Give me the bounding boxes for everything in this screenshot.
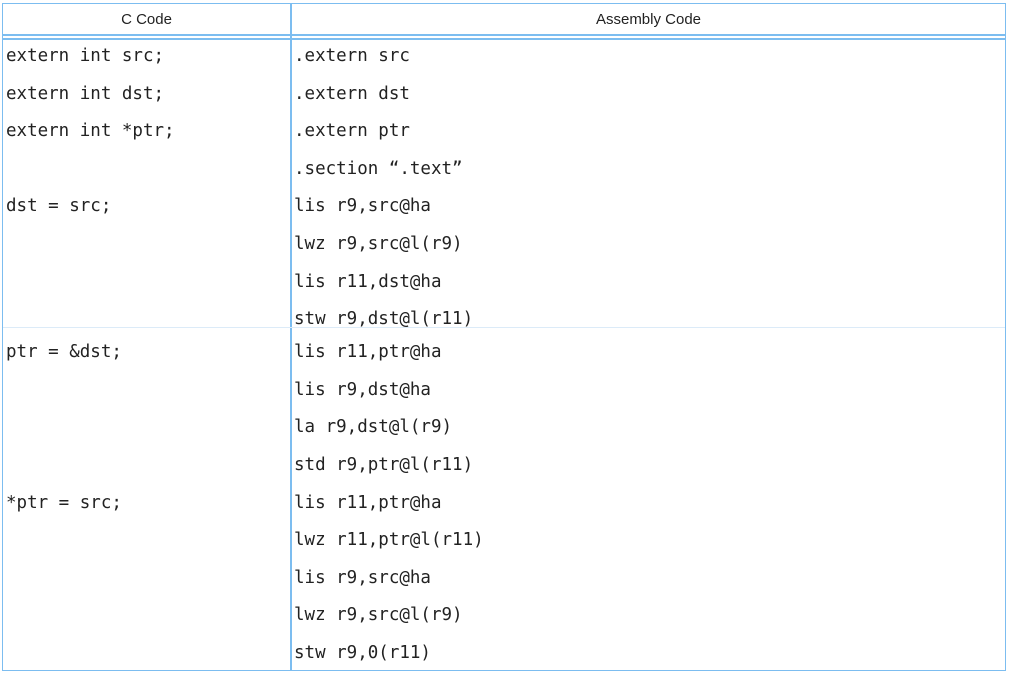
assembly-code-cell: lis r9,dst@ha	[294, 379, 431, 400]
table-row: la r9,dst@l(r9)	[3, 411, 1005, 449]
table-row: extern int src; .extern src	[3, 40, 1005, 78]
table-row: extern int *ptr; .extern ptr	[3, 115, 1005, 153]
c-code-cell: extern int dst;	[6, 83, 165, 104]
assembly-code-cell: .extern ptr	[294, 121, 410, 142]
assembly-code-cell: lis r9,src@ha	[294, 196, 431, 217]
table-body: extern int src; .extern src extern int dst…	[3, 40, 1005, 675]
assembly-code-cell: .extern dst	[294, 83, 410, 104]
assembly-code-cell: .section “.text”	[294, 158, 463, 179]
assembly-code-cell: lis r9,src@ha	[294, 567, 431, 588]
table-row: lis r11,dst@ha	[3, 266, 1005, 304]
assembly-code-cell: stw r9,0(r11)	[294, 642, 431, 663]
assembly-code-cell: la r9,dst@l(r9)	[294, 417, 453, 438]
assembly-code-cell: std r9,ptr@l(r11)	[294, 454, 474, 475]
table-row: lwz r11,ptr@l(r11)	[3, 524, 1005, 562]
column-divider	[290, 4, 292, 670]
header-divider	[3, 34, 1005, 36]
table-row: *ptr = src; lis r11,ptr@ha	[3, 487, 1005, 525]
assembly-code-cell: lwz r9,src@l(r9)	[294, 233, 463, 254]
c-code-cell: dst = src;	[6, 196, 112, 217]
table-row: std r9,ptr@l(r11)	[3, 449, 1005, 487]
assembly-code-cell: lis r11,ptr@ha	[294, 342, 442, 363]
assembly-code-cell: lis r11,dst@ha	[294, 271, 442, 292]
table-row: lis r9,src@ha	[3, 562, 1005, 600]
header-assembly-code: Assembly Code	[595, 10, 702, 28]
table-row: lis r9,dst@ha	[3, 374, 1005, 412]
c-code-cell: extern int *ptr;	[6, 121, 175, 142]
c-code-cell: ptr = &dst;	[6, 342, 122, 363]
table-row: lwz r9,src@l(r9)	[3, 228, 1005, 266]
header-divider	[3, 38, 1005, 40]
table-row: dst = src; lis r9,src@ha	[3, 190, 1005, 228]
c-code-cell: extern int src;	[6, 46, 165, 66]
table-row: extern int dst; .extern dst	[3, 78, 1005, 116]
assembly-code-cell: stw r9,dst@l(r11)	[294, 309, 474, 330]
assembly-code-cell: lwz r11,ptr@l(r11)	[294, 530, 484, 551]
table-row: stw r9,dst@l(r11)	[3, 303, 1005, 336]
table-row: lwz r9,src@l(r9)	[3, 599, 1005, 637]
c-code-cell: *ptr = src;	[6, 492, 122, 513]
header-c-code: C Code	[121, 10, 172, 28]
assembly-code-cell: .extern src	[294, 46, 410, 66]
table-row: .section “.text”	[3, 153, 1005, 191]
assembly-code-cell: lis r11,ptr@ha	[294, 492, 442, 513]
code-comparison-table: C Code Assembly Code extern int src; .ext…	[2, 3, 1006, 671]
page-break-line	[3, 327, 1005, 328]
table-row: stw r9,0(r11)	[3, 637, 1005, 675]
table-row: ptr = &dst; lis r11,ptr@ha	[3, 336, 1005, 374]
assembly-code-cell: lwz r9,src@l(r9)	[294, 605, 463, 626]
